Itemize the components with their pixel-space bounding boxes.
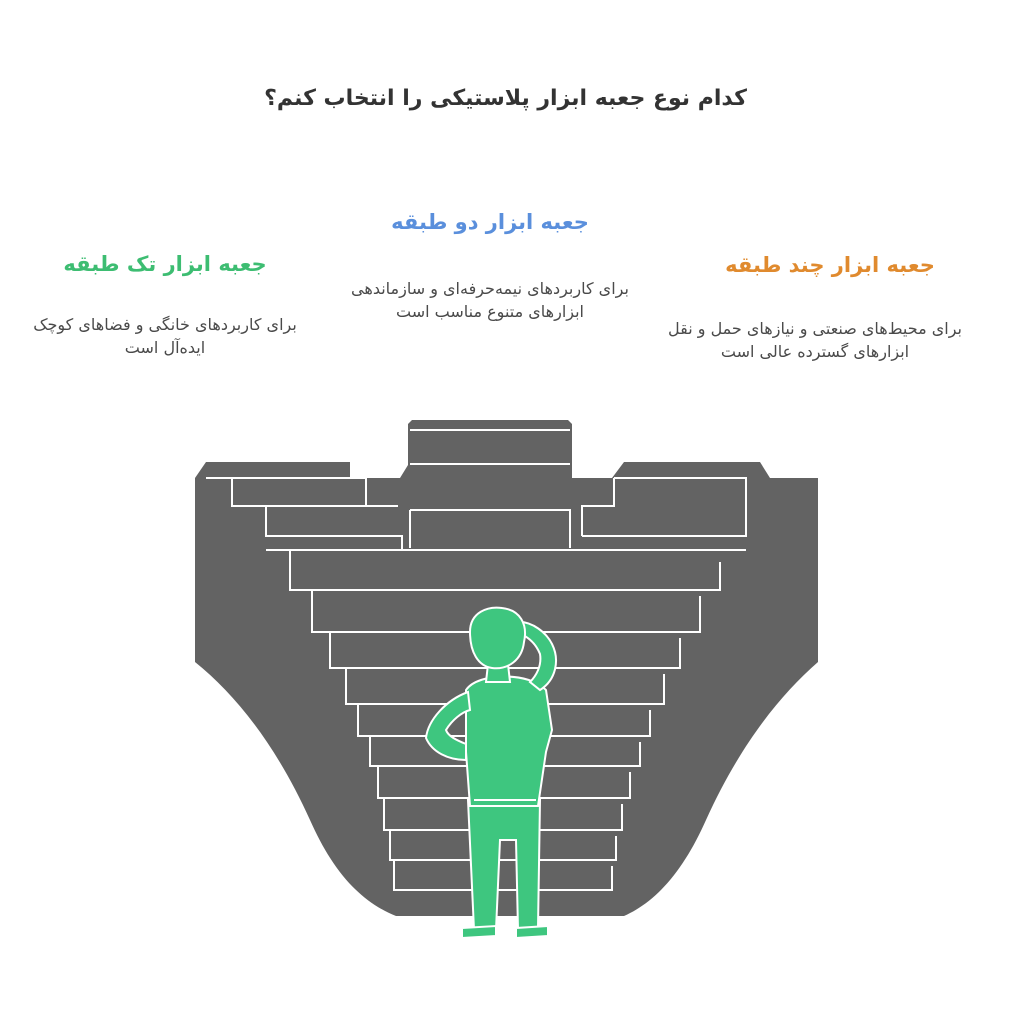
single-tier-toolbox-description: برای کاربردهای خانگی و فضاهای کوچک ایده‌… [33, 315, 297, 357]
page-title: کدام نوع جعبه ابزار پلاستیکی را انتخاب ک… [264, 86, 747, 111]
two-tier-toolbox-description: برای کاربردهای نیمه‌حرفه‌ای و سازماندهی … [351, 279, 629, 321]
multi-tier-toolbox-description: برای محیط‌های صنعتی و نیازهای حمل و نقل … [668, 319, 962, 361]
person-figure [424, 606, 557, 940]
single-tier-toolbox-title: جعبه ابزار تک طبقه [63, 252, 267, 276]
two-tier-toolbox-title: جعبه ابزار دو طبقه [391, 210, 589, 234]
multi-tier-toolbox-title: جعبه ابزار چند طبقه [725, 253, 935, 277]
stair-steps [206, 429, 747, 891]
